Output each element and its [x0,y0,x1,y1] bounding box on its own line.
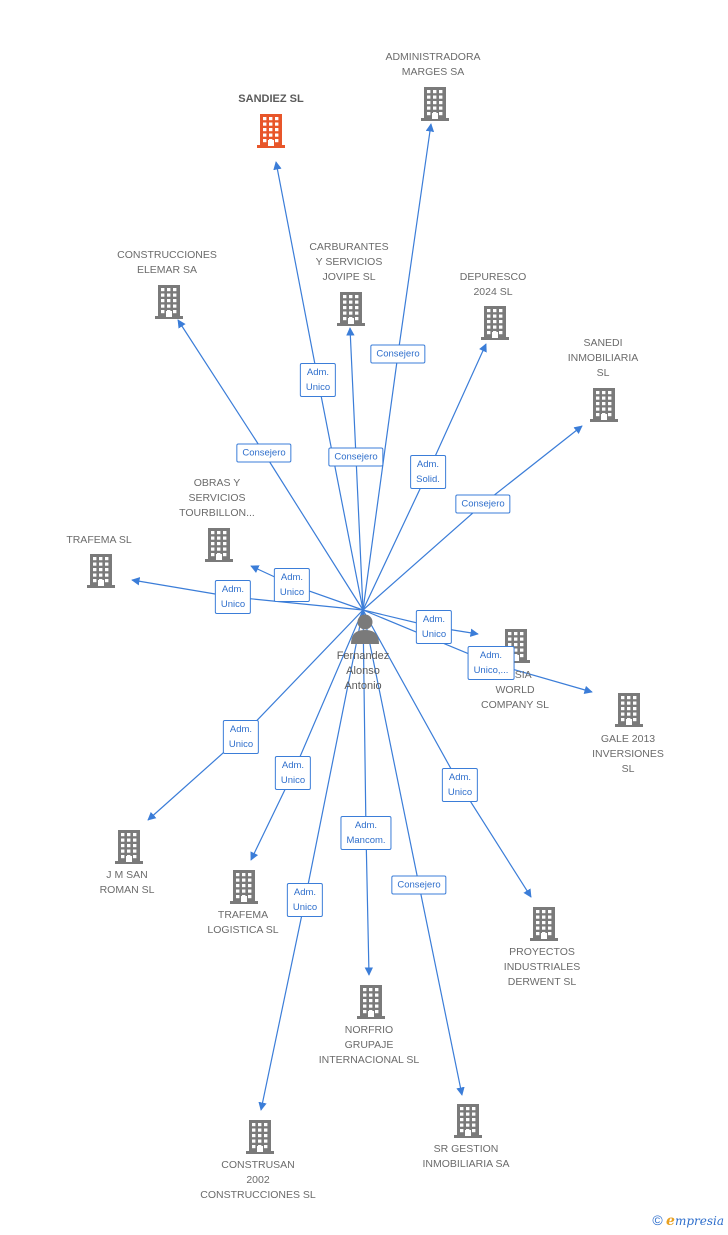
edge-label-proyectos[interactable]: Adm. Unico [441,768,479,802]
edge-label-obras[interactable]: Adm. Unico [273,568,311,602]
edge-label-world[interactable]: Adm. Unico [415,610,453,644]
company-label-obras[interactable]: OBRAS Y SERVICIOS TOURBILLON... [179,477,255,519]
edge-line-sanedi [362,425,583,611]
edge-label-trafema-logistica[interactable]: Adm. Unico [274,756,312,790]
edge-label-norfrio[interactable]: Adm. Mancom. [340,816,392,850]
edge-label-gale[interactable]: Adm. Unico,... [467,646,515,680]
company-label-construsan[interactable]: CONSTRUSAN 2002 CONSTRUCCIONES SL [200,1159,316,1201]
building-icon[interactable] [479,305,511,341]
edge-label-sr-gestion[interactable]: Consejero [391,875,447,895]
company-label-sr-gestion[interactable]: SR GESTION INMOBILIARIA SA [422,1143,510,1170]
edge-label-administradora[interactable]: Consejero [370,344,426,364]
building-icon[interactable] [244,1119,276,1155]
company-label-administradora[interactable]: ADMINISTRADORA MARGES SA [385,51,481,78]
company-label-sandiez[interactable]: SANDIEZ SL [238,93,304,105]
company-label-proyectos[interactable]: PROYECTOS INDUSTRIALES DERWENT SL [503,946,581,988]
edge-label-sandiez[interactable]: Adm. Unico [299,363,337,397]
building-icon[interactable] [613,692,645,728]
brand-logo-name: mpresia [674,1214,724,1228]
building-icon[interactable] [355,984,387,1020]
company-label-depuresco[interactable]: DEPURESCO 2024 SL [459,271,527,298]
company-label-carburantes[interactable]: CARBURANTES Y SERVICIOS JOVIPE SL [309,241,389,283]
building-icon[interactable] [228,869,260,905]
company-label-norfrio[interactable]: NORFRIO GRUPAJE INTERNACIONAL SL [318,1024,420,1066]
center-person-name[interactable]: Fernandez Alonso Antonio [336,650,390,692]
building-icon[interactable] [203,527,235,563]
company-label-trafema[interactable]: TRAFEMA SL [66,534,132,546]
company-label-construcciones-elemar[interactable]: CONSTRUCCIONES ELEMAR SA [117,249,217,276]
building-icon[interactable] [528,906,560,942]
edge-label-sanedi[interactable]: Consejero [455,494,511,514]
company-label-gale[interactable]: GALE 2013 INVERSIONES SL [592,733,664,775]
edge-line-jm-san-roman [147,609,364,821]
copyright-symbol: © [652,1212,663,1228]
edge-label-trafema[interactable]: Adm. Unico [214,580,252,614]
building-icon[interactable] [153,284,185,320]
edge-label-jm-san-roman[interactable]: Adm. Unico [222,720,260,754]
building-icon[interactable] [255,113,287,149]
building-icon[interactable] [85,553,117,589]
company-label-sanedi[interactable]: SANEDI INMOBILIARIA SL [567,337,639,379]
edge-label-construcciones-elemar[interactable]: Consejero [236,443,292,463]
building-icon[interactable] [419,86,451,122]
edge-label-construsan[interactable]: Adm. Unico [286,883,324,917]
footer-brand: © empresia [652,1212,724,1229]
building-icon[interactable] [452,1103,484,1139]
edge-line-carburantes [346,327,364,611]
company-label-trafema-logistica[interactable]: TRAFEMA LOGISTICA SL [207,909,279,936]
company-label-jm-san-roman[interactable]: J M SAN ROMAN SL [99,869,155,896]
company-label-world[interactable]: ...RSIA WORLD COMPANY SL [481,669,549,711]
edge-label-carburantes[interactable]: Consejero [328,447,384,467]
building-icon[interactable] [335,291,367,327]
edge-label-depuresco[interactable]: Adm. Solid. [410,455,446,489]
person-icon[interactable] [349,612,381,646]
building-icon[interactable] [588,387,620,423]
building-icon[interactable] [113,829,145,865]
brand-logo-initial: e [666,1213,675,1229]
